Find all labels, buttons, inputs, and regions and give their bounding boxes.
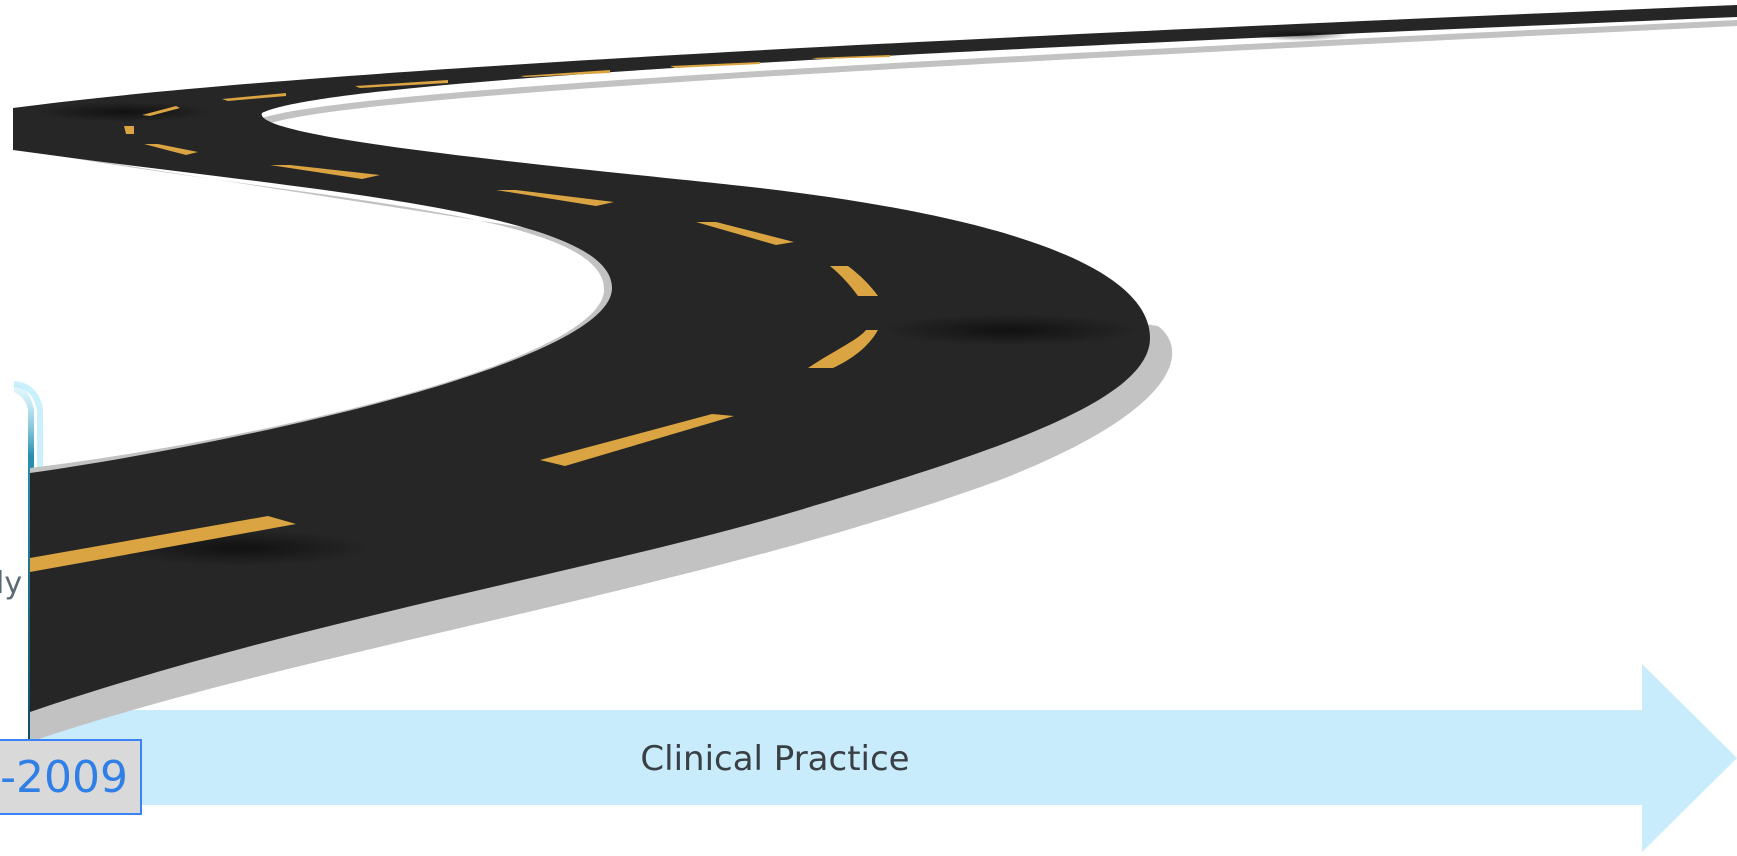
year-label-box: -2009 xyxy=(0,739,142,815)
road xyxy=(13,5,1737,712)
timeline-arrow: Clinical Practice xyxy=(30,664,1737,852)
year-label: -2009 xyxy=(0,752,128,803)
arrow-label: Clinical Practice xyxy=(640,739,909,779)
side-text: ly xyxy=(0,566,22,601)
